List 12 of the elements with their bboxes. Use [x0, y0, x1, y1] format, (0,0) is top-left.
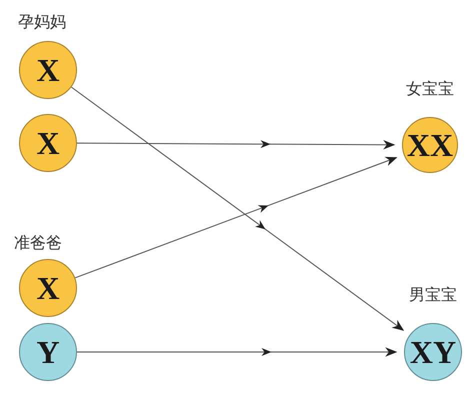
chromosome-circle: X: [19, 259, 77, 317]
chromosome-circle: Y: [19, 323, 77, 381]
heading: 男宝宝: [409, 287, 457, 303]
arrow: [76, 347, 397, 357]
chromosome-circle: X: [19, 41, 77, 99]
heading: 女宝宝: [406, 81, 454, 97]
arrow: [70, 86, 404, 331]
chromosome-circle: X: [19, 114, 77, 172]
arrow: [74, 156, 398, 278]
chromosome-circle: XX: [402, 117, 458, 173]
arrow: [76, 140, 395, 150]
chromosome-circle: XY: [404, 323, 462, 381]
